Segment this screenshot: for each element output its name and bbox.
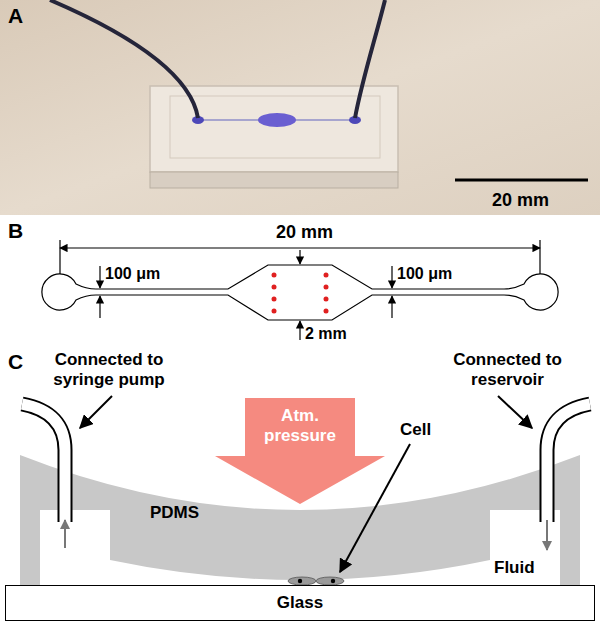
tick [539, 240, 540, 274]
flow-arrow [64, 520, 66, 548]
dimension-arrow [99, 296, 100, 318]
dimension: 100 μm [105, 265, 160, 283]
dimension-arrow [391, 296, 392, 318]
panel-letter: A [8, 4, 23, 28]
panel-letter: B [8, 219, 23, 243]
tube [50, 0, 198, 118]
dimension-arrow [299, 250, 300, 264]
tube [547, 404, 590, 522]
tube [22, 404, 65, 522]
callout: Connected to syringe pump [34, 350, 184, 389]
part-name: PDMS [150, 503, 199, 523]
dimension: 20 mm [492, 190, 549, 211]
arrow-body [215, 398, 385, 504]
callout: Cell [400, 420, 431, 440]
dimension: 20 mm [276, 222, 333, 243]
nucleus [331, 579, 335, 583]
nucleus [298, 579, 302, 583]
cell [316, 577, 344, 585]
leader-arrow [80, 396, 112, 428]
photo [0, 0, 600, 215]
slide-edge [150, 172, 398, 188]
cell-dots [272, 273, 329, 314]
glass-slide: Glass [5, 585, 595, 621]
top-view [42, 240, 558, 340]
node-label: Atm. pressure [247, 406, 353, 445]
dimension-line [60, 247, 540, 248]
device-outline [42, 265, 558, 320]
dimension: 2 mm [305, 325, 347, 343]
chamber [258, 113, 296, 127]
dimension-arrow [299, 321, 300, 340]
tube-bore [547, 404, 590, 522]
leader-arrow [498, 396, 532, 428]
tick [59, 240, 60, 274]
node-label: Glass [277, 593, 323, 613]
pdms-block [170, 96, 380, 158]
flow-arrow [546, 520, 548, 550]
dimension-arrow [391, 266, 392, 288]
callout: Connected to reservoir [425, 350, 590, 389]
cross-section [20, 396, 590, 585]
pressure-arrow: Atm. pressure [215, 398, 385, 504]
cell [288, 577, 316, 585]
part-name: Fluid [494, 558, 535, 578]
panel-letter: C [8, 350, 23, 374]
tube-bore [22, 404, 65, 522]
dimension-arrow [99, 266, 100, 288]
tube [355, 0, 385, 118]
dimension: 100 μm [397, 265, 452, 283]
scale-bar [455, 179, 588, 182]
photo-ground [0, 0, 600, 215]
